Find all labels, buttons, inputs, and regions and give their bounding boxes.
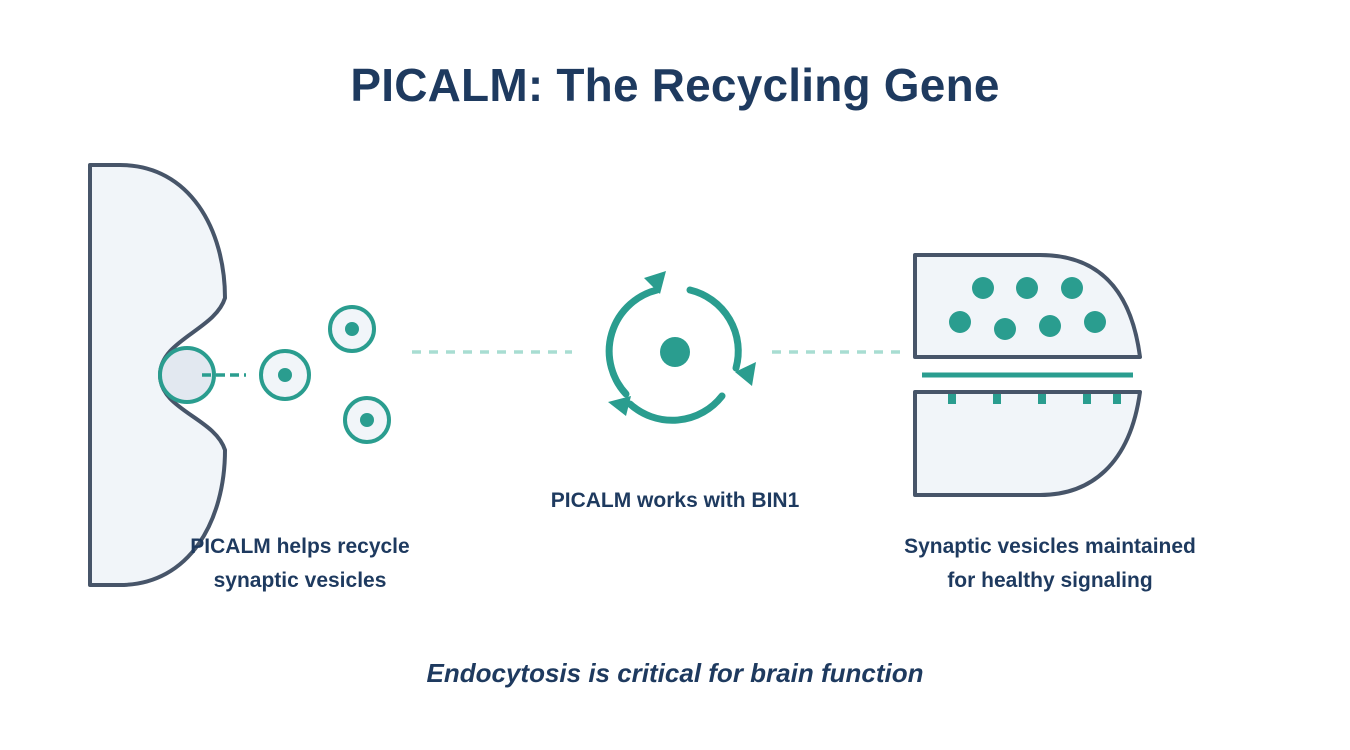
receptor [1038,394,1046,404]
cycle-arc-right [686,286,742,372]
left-caption: PICALM helps recycle synaptic vesicles [150,530,450,598]
right-caption-line-1: Synaptic vesicles maintained [904,535,1196,558]
cycle-center-dot [660,337,690,367]
terminal-vesicle [1061,277,1083,299]
recycling-cycle-icon [605,271,756,424]
receptor [993,394,1001,404]
cycle-arrowhead-bottom [608,396,631,416]
budding-vesicle [158,346,216,404]
postsynaptic-terminal [913,390,1142,497]
neuron-membrane-group [88,163,246,587]
right-caption-line-2: for healthy signaling [947,569,1153,592]
terminal-vesicle [1084,311,1106,333]
footer-caption: Endocytosis is critical for brain functi… [426,658,924,688]
terminal-vesicle [972,277,994,299]
cycle-arrowhead-top [644,271,666,294]
center-caption: PICALM works with BIN1 [475,484,875,518]
terminal-vesicle [1039,315,1061,337]
vesicle-1-core [278,368,292,382]
released-vesicles [259,305,391,444]
vesicle-3-core [360,413,374,427]
receptor [948,394,956,404]
center-caption-line: PICALM works with BIN1 [550,489,800,512]
terminal-vesicle [994,318,1016,340]
left-caption-line-1: PICALM helps recycle [190,535,410,558]
vesicle-2-core [345,322,359,336]
receptor [1113,394,1121,404]
receptor [1083,394,1091,404]
cycle-arrowhead-right [735,362,756,386]
cycle-arc-bottom [626,392,726,424]
right-caption: Synaptic vesicles maintained for healthy… [870,530,1230,598]
terminal-vesicle [1016,277,1038,299]
cycle-arc-left [605,286,661,398]
terminal-vesicle [949,311,971,333]
left-caption-line-2: synaptic vesicles [213,569,387,592]
presynaptic-terminal [913,253,1142,359]
synapse-terminal [913,253,1142,497]
page-title: PICALM: The Recycling Gene [350,59,1000,111]
